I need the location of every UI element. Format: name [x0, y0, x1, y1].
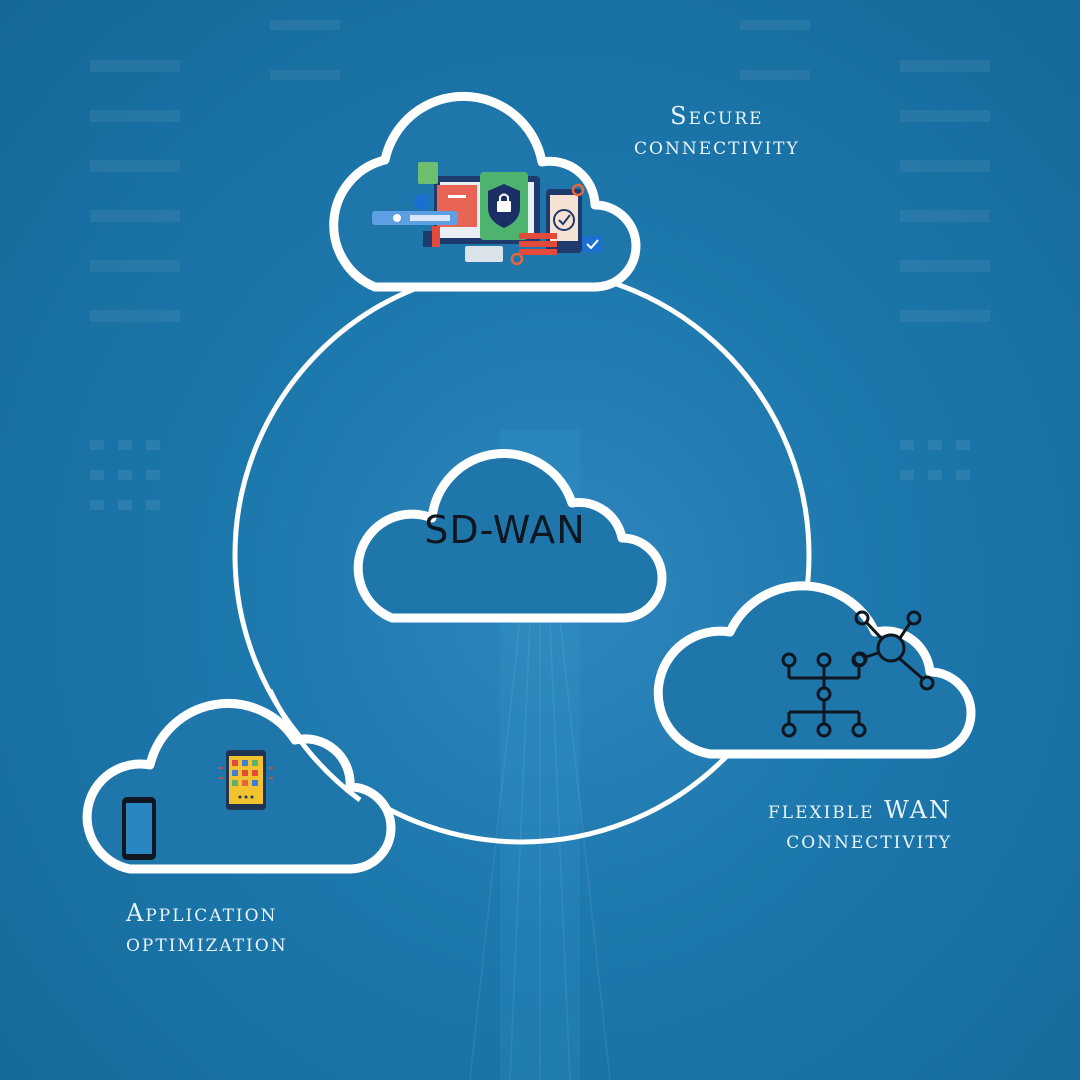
- sdwan-title: SD-WAN: [424, 508, 586, 552]
- secure-label-line2: connectivity: [634, 132, 800, 160]
- secure-label-line1: Secure: [670, 102, 764, 130]
- flexible-cloud: [653, 581, 976, 759]
- network-nodes-icon: [781, 610, 935, 738]
- flexible-label-line2: connectivity: [786, 826, 952, 854]
- flexible-label-line1: flexible WAN: [768, 796, 952, 824]
- application-label-line1: Application: [126, 899, 278, 927]
- security-devices-icon: [372, 162, 602, 266]
- mobile-devices-icon: [122, 750, 273, 860]
- flexible-wan-label: flexible WAN connectivity: [768, 795, 952, 855]
- secure-connectivity-label: Secure connectivity: [634, 101, 800, 161]
- center-cloud: [353, 449, 667, 623]
- hub-ring-overlap: [267, 688, 362, 803]
- application-label-line2: optimization: [126, 929, 288, 957]
- application-optimization-label: Application optimization: [126, 898, 288, 958]
